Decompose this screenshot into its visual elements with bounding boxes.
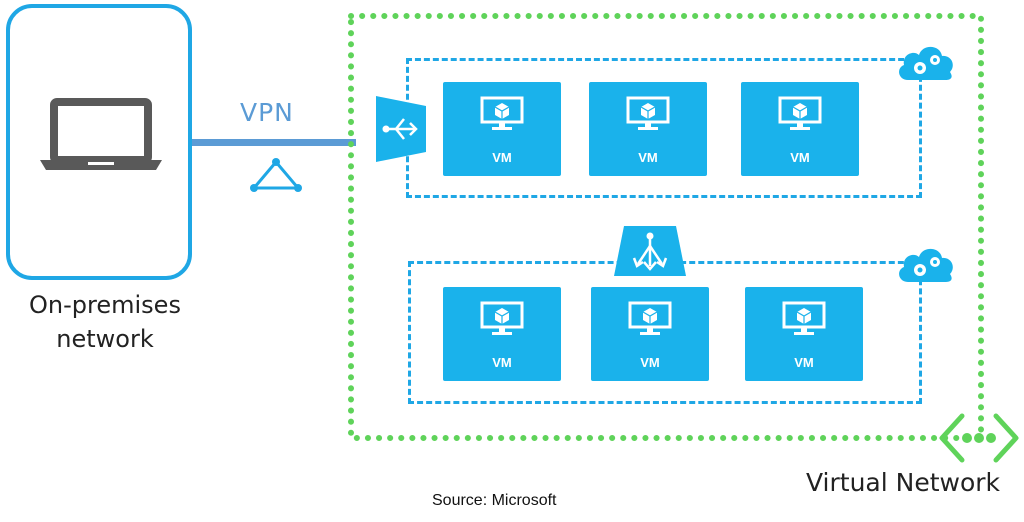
vpn-label: VPN (240, 98, 294, 127)
vm-monitor-icon (480, 301, 524, 335)
vm-label: VM (492, 150, 512, 165)
cloud-gear-icon (899, 46, 953, 80)
vm-tile: VM (443, 82, 561, 176)
vm-label: VM (790, 150, 810, 165)
on-premises-box (6, 4, 192, 280)
vm-tile: VM (589, 82, 707, 176)
source-caption: Source: Microsoft (432, 492, 557, 509)
vpn-gateway-icon (376, 96, 426, 162)
vm-tile: VM (741, 82, 859, 176)
vm-monitor-icon (628, 301, 672, 335)
vm-monitor-icon (626, 96, 670, 130)
vm-monitor-icon (778, 96, 822, 130)
virtual-network-label: Virtual Network (806, 468, 1001, 497)
on-premises-label-line2: network (56, 325, 154, 353)
vm-label: VM (638, 150, 658, 165)
vpn-triangle-icon (250, 158, 302, 192)
virtual-network-icon (939, 413, 1019, 463)
on-premises-label-line1: On-premises (29, 291, 181, 319)
vpn-connection-line (192, 139, 356, 146)
cloud-gear-icon (899, 248, 953, 282)
vm-monitor-icon (480, 96, 524, 130)
vm-tile: VM (745, 287, 863, 381)
vm-tile: VM (591, 287, 709, 381)
on-premises-label: On-premises network (0, 288, 210, 356)
vm-label: VM (492, 355, 512, 370)
vm-tile: VM (443, 287, 561, 381)
virtual-network-boundary (348, 13, 984, 441)
load-balancer-icon (614, 226, 686, 276)
vm-label: VM (794, 355, 814, 370)
vm-monitor-icon (782, 301, 826, 335)
laptop-icon (40, 98, 162, 170)
vm-label: VM (640, 355, 660, 370)
